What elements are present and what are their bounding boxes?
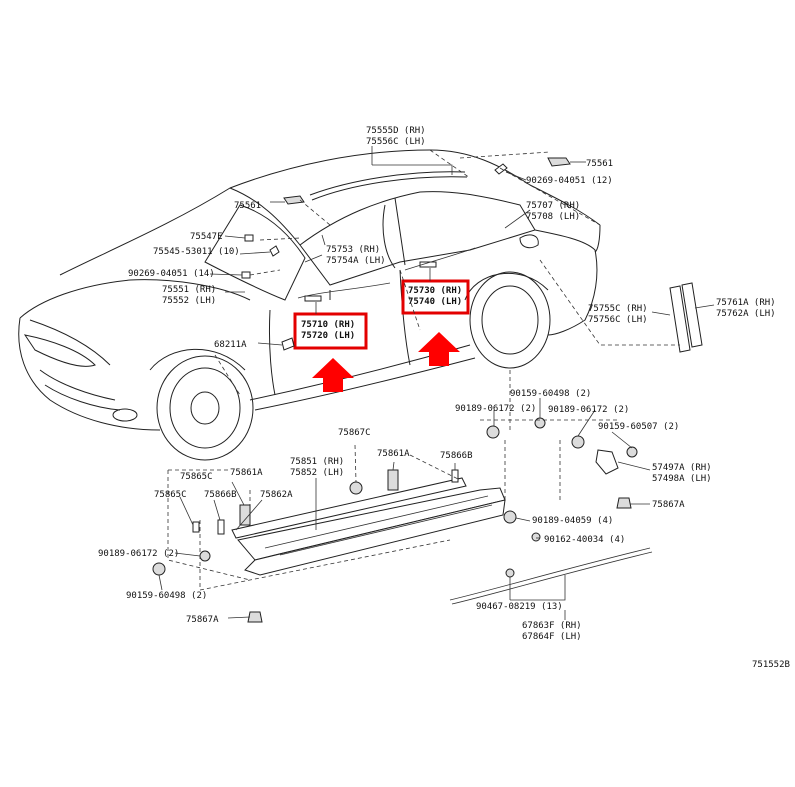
label-90159c: 90159-60498 (2) xyxy=(126,591,207,601)
label-75862A: 75862A xyxy=(260,490,293,500)
label-75861Ab: 75861A xyxy=(230,468,263,478)
clip-75867A-right xyxy=(616,497,632,509)
highlight-box-75710 xyxy=(293,312,368,350)
clip-90269b xyxy=(241,271,251,279)
clip-75561-right xyxy=(547,157,571,167)
label-75867Aa: 75867A xyxy=(186,615,219,625)
label-75866Bb: 75866B xyxy=(204,490,237,500)
label-90159a: 90159-60498 (2) xyxy=(510,389,591,399)
label-75866Ba: 75866B xyxy=(440,451,473,461)
label-75561b: 75561 xyxy=(234,201,261,211)
highlight-box-75730 xyxy=(401,279,470,315)
label-75545: 75545-53011 (10) xyxy=(153,247,240,257)
label-75707: 75707 (RH) xyxy=(526,201,580,211)
bracket-57497A xyxy=(595,449,619,475)
clip-75867C xyxy=(349,481,363,495)
clip-75866B-left xyxy=(217,519,225,535)
diagram-id: 751552B xyxy=(752,660,790,670)
label-75755C: 75755C (RH) xyxy=(588,304,648,314)
clip-75861A-right xyxy=(387,469,399,491)
leader-lines-lower xyxy=(158,398,651,620)
leader-lines-upper xyxy=(209,146,715,430)
clip-75545 xyxy=(269,245,280,257)
pillar-garnish-75755C xyxy=(669,285,691,353)
labels: 75555D (RH) 75556C (LH) 75561 90269-0405… xyxy=(98,126,790,670)
label-90189c: 90189-04059 (4) xyxy=(532,516,613,526)
clip-75547E xyxy=(244,234,254,242)
label-75761A: 75761A (RH) xyxy=(716,298,776,308)
label-90159b: 90159-60507 (2) xyxy=(598,422,679,432)
label-90467: 90467-08219 (13) xyxy=(476,602,563,612)
label-75720: 75720 (LH) xyxy=(301,331,355,341)
clip-75865C xyxy=(192,521,200,533)
clip-75861A-left xyxy=(239,504,251,526)
label-57497A: 57497A (RH) xyxy=(652,463,712,473)
clip-75866B-right xyxy=(451,469,459,483)
up-arrow-icon xyxy=(312,358,354,392)
clip-68211A xyxy=(281,337,295,351)
bolt-90159-left xyxy=(152,562,166,576)
label-75740: 75740 (LH) xyxy=(408,297,462,307)
pillar-garnish-75761A xyxy=(681,282,703,348)
label-75551: 75551 (RH) xyxy=(162,285,216,295)
label-75867Ab: 75867A xyxy=(652,500,685,510)
label-75865Ca: 75865C xyxy=(180,472,213,482)
label-75710: 75710 (RH) xyxy=(301,320,355,330)
clip-90189-04059 xyxy=(503,510,517,524)
car-body-outline xyxy=(18,149,601,461)
label-75708: 75708 (LH) xyxy=(526,212,580,222)
label-90189a: 90189-06172 (2) xyxy=(455,404,536,414)
label-75754A: 75754A (LH) xyxy=(326,256,386,266)
bolt-90159-top xyxy=(534,417,546,429)
label-57498A: 57498A (LH) xyxy=(652,474,712,484)
highlight-group xyxy=(293,279,470,392)
label-67864F: 67864F (LH) xyxy=(522,632,582,642)
clip-75561-left xyxy=(283,195,305,205)
bolt-90189-right xyxy=(571,435,585,449)
label-90189b: 90189-06172 (2) xyxy=(548,405,629,415)
up-arrow-icon xyxy=(418,332,460,366)
label-75555D: 75555D (RH) xyxy=(366,126,426,136)
label-90269b: 90269-04051 (14) xyxy=(128,269,215,279)
label-75552: 75552 (LH) xyxy=(162,296,216,306)
label-90189d: 90189-06172 (2) xyxy=(98,549,179,559)
label-75861Aa: 75861A xyxy=(377,449,410,459)
label-75730: 75730 (RH) xyxy=(408,286,462,296)
label-75753: 75753 (RH) xyxy=(326,245,380,255)
bolt-90189-left xyxy=(199,550,211,562)
label-75762A: 75762A (LH) xyxy=(716,309,776,319)
garnish-75862A xyxy=(231,477,467,539)
rocker-panel-lower xyxy=(244,499,506,576)
upper-parts xyxy=(241,157,703,353)
clip-90467 xyxy=(505,568,515,578)
label-75851: 75851 (RH) xyxy=(290,457,344,467)
label-75547E: 75547E xyxy=(190,232,223,242)
bolt-90189-top xyxy=(486,425,500,439)
label-68211A: 68211A xyxy=(214,340,247,350)
label-67863F: 67863F (RH) xyxy=(522,621,582,631)
label-90269a: 90269-04051 (12) xyxy=(526,176,613,186)
label-75556C: 75556C (LH) xyxy=(366,137,426,147)
label-75756C: 75756C (LH) xyxy=(588,315,648,325)
label-75561a: 75561 xyxy=(586,159,613,169)
rocker-assembly xyxy=(152,417,653,623)
bolt-90159-right xyxy=(626,446,638,458)
label-90162: 90162-40034 (4) xyxy=(544,535,625,545)
label-75867C: 75867C xyxy=(338,428,371,438)
screw-90162 xyxy=(531,532,541,542)
clip-75867A-left xyxy=(247,611,263,623)
label-75865Cb: 75865C xyxy=(154,490,187,500)
label-75852: 75852 (LH) xyxy=(290,468,344,478)
